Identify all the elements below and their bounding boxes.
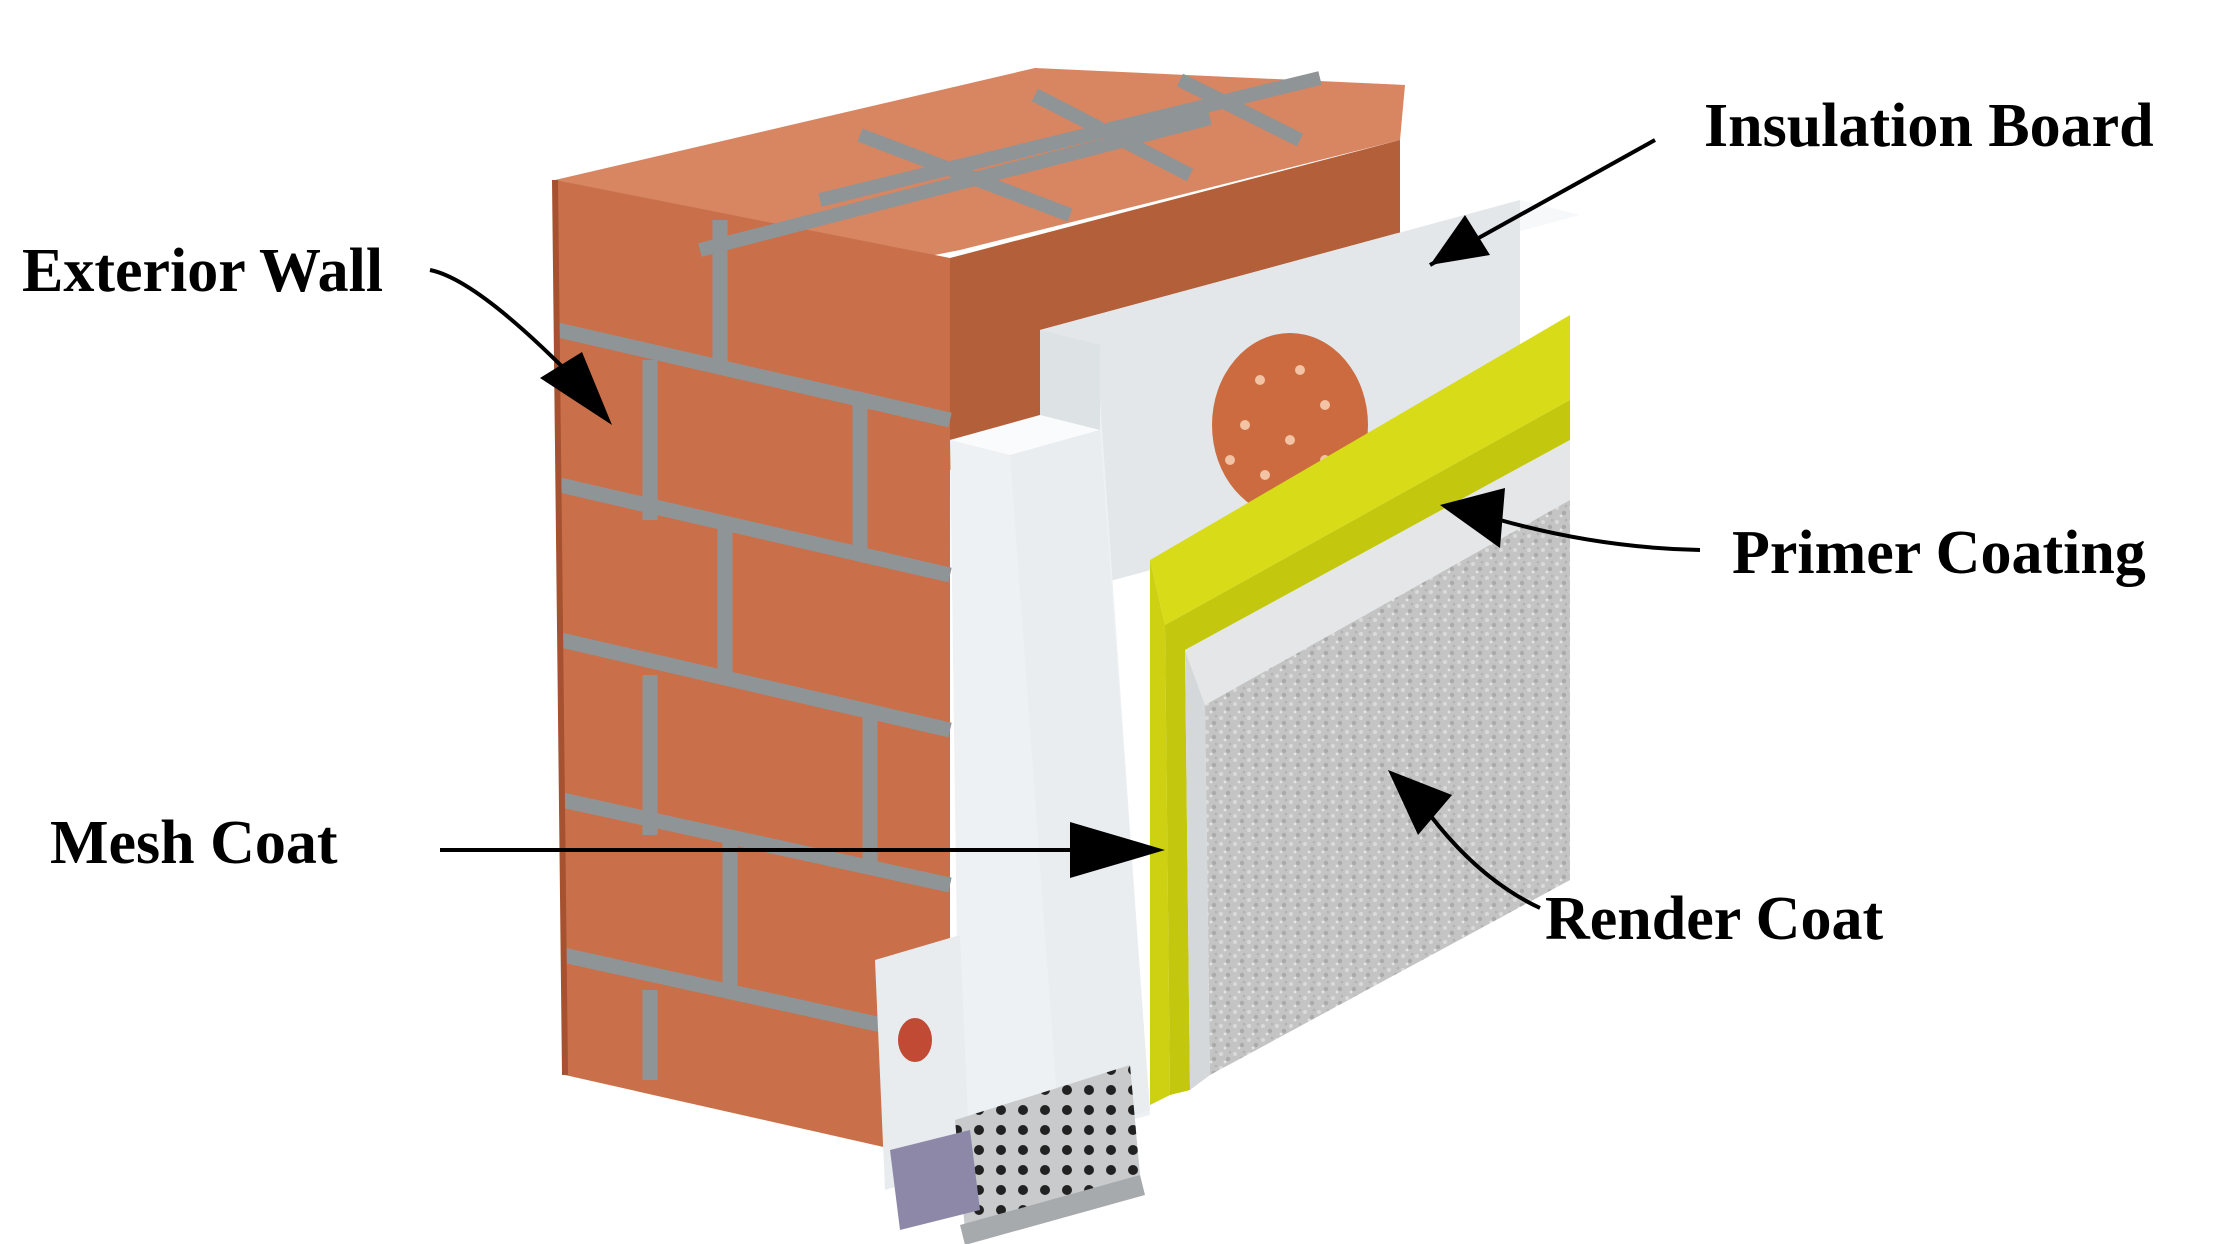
base-starter-track — [875, 935, 1145, 1244]
mortar-joints-top — [698, 71, 1322, 257]
render-coat-surface — [1205, 500, 1570, 1075]
mesh-coat-front — [1150, 560, 1170, 1105]
insulation-board-label: Insulation Board — [1704, 92, 2154, 160]
render-coat-label: Render Coat — [1545, 885, 1884, 953]
primer-coating-arrow — [1499, 518, 1701, 552]
exterior-wall-label: Exterior Wall — [22, 237, 384, 305]
mesh-coat-layer — [1150, 315, 1570, 1105]
render-coat-layer — [1205, 500, 1570, 1075]
mesh-coat-label: Mesh Coat — [50, 809, 338, 877]
annotation-arrows — [429, 138, 1701, 910]
render-coat-arrow — [1428, 813, 1541, 910]
primer-coating-label: Primer Coating — [1732, 519, 2146, 587]
